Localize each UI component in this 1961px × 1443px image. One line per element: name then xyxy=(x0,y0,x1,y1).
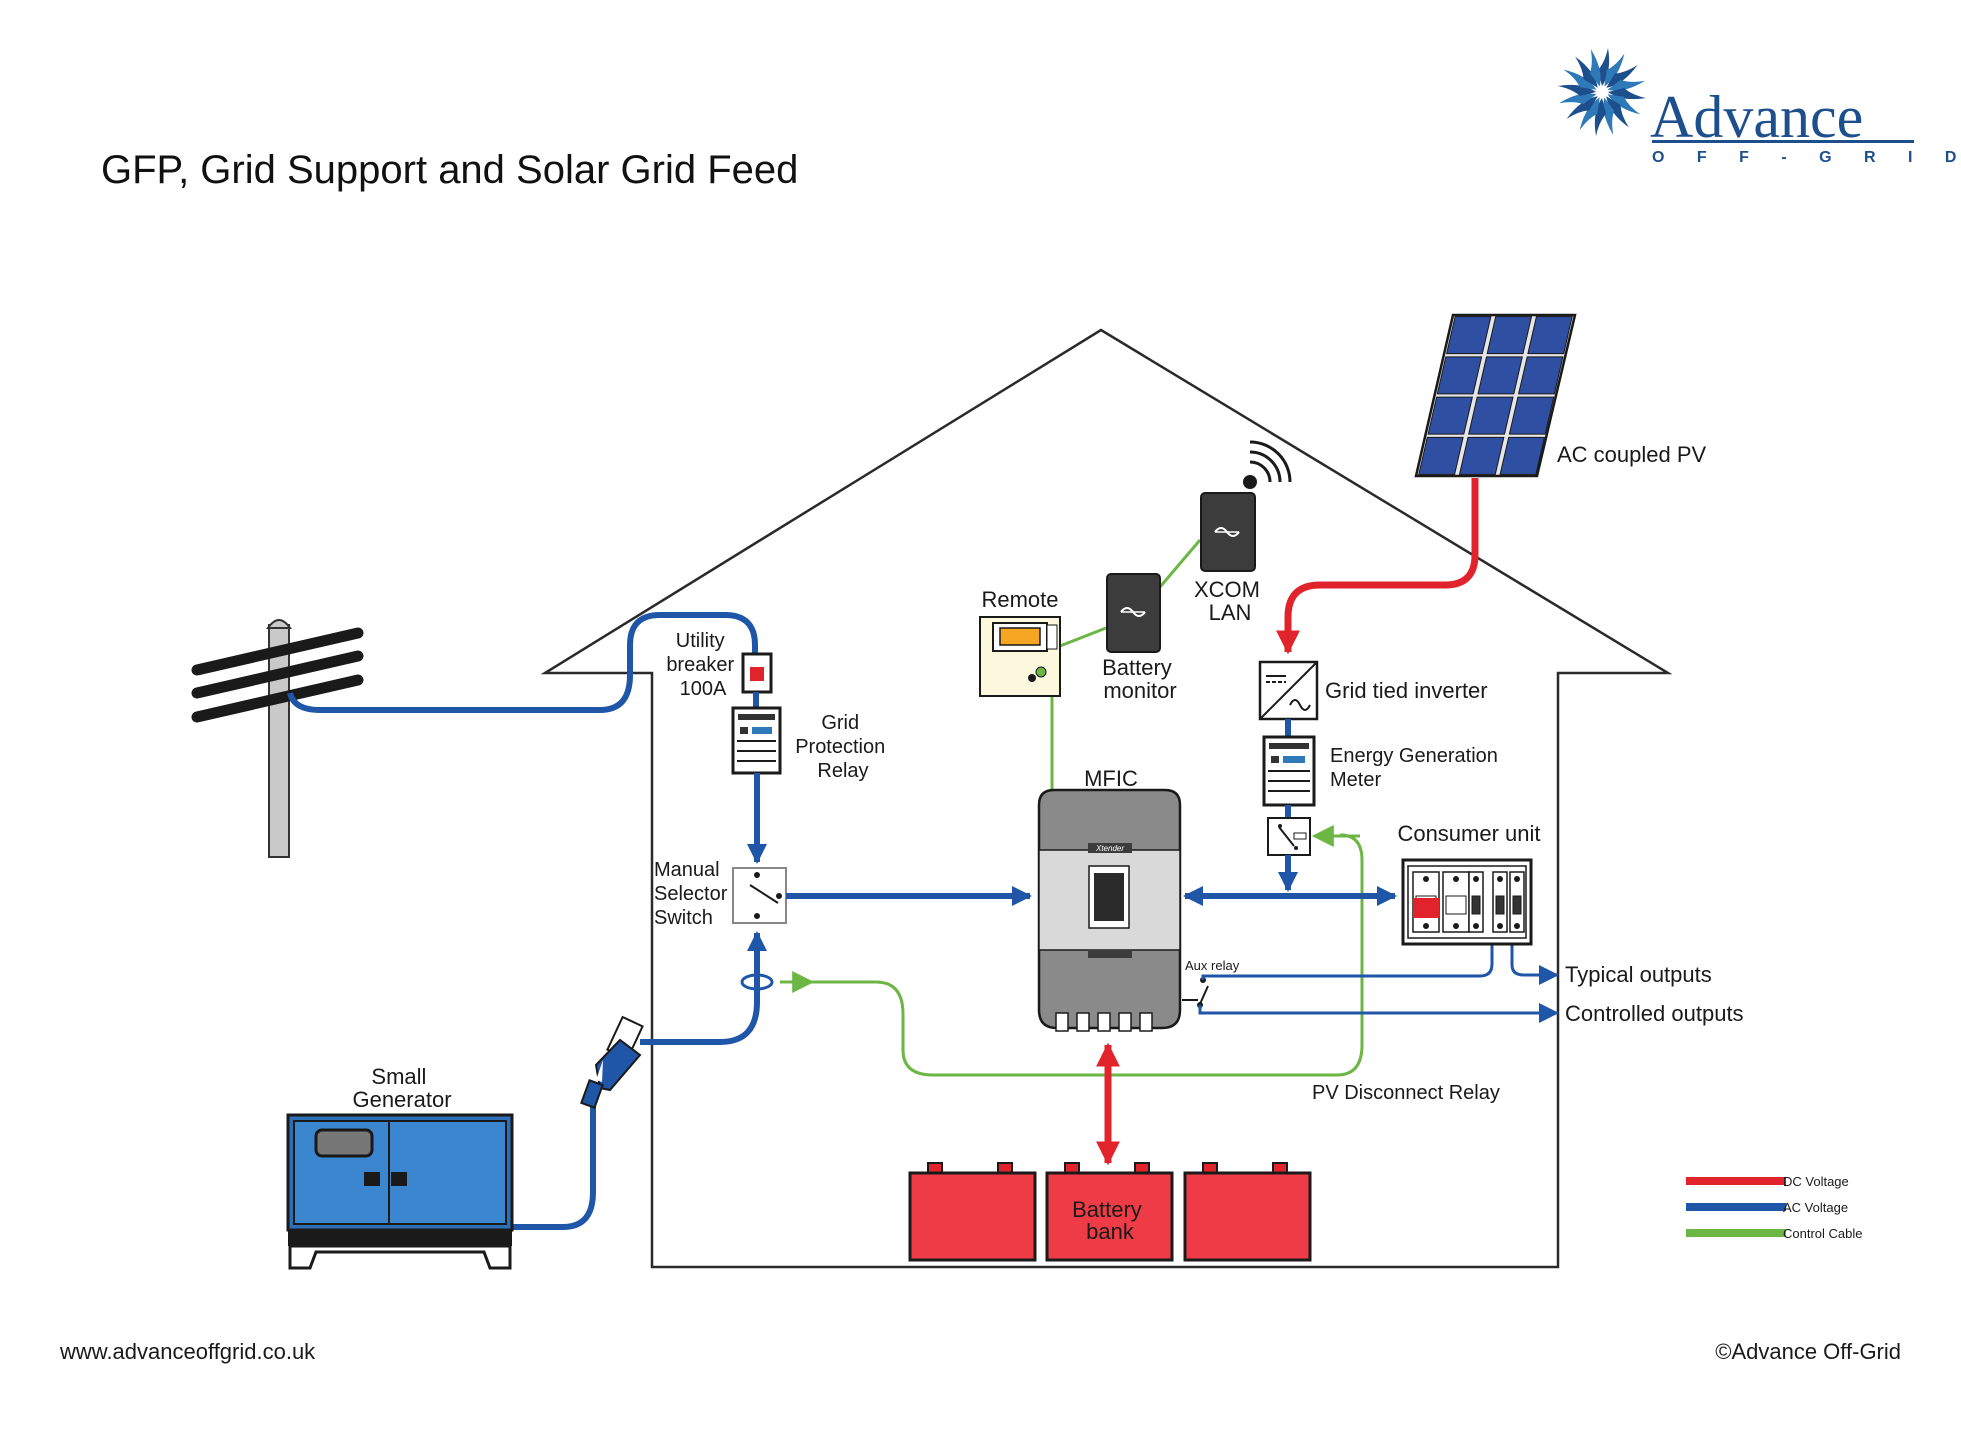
consumer-unit-label: Consumer unit xyxy=(1397,821,1540,846)
energy-generation-meter-label: Energy Generation Meter xyxy=(1330,745,1503,791)
consumer-unit-icon xyxy=(1401,858,1533,946)
current-clamp xyxy=(740,973,774,991)
utility-pole-icon xyxy=(191,619,364,858)
control-cable-remote-monitor xyxy=(1059,626,1107,648)
energy-generation-meter-icon xyxy=(1262,735,1316,807)
legend-swatch-control xyxy=(1686,1229,1786,1237)
footer-website[interactable]: www.advanceoffgrid.co.uk xyxy=(59,1339,316,1364)
utility-breaker-label: Utility breaker 100A xyxy=(666,630,739,700)
logo-tagline: O F F - G R I D xyxy=(1652,149,1961,166)
ac-cable-grid xyxy=(287,612,758,713)
plug-connector-icon xyxy=(580,1015,644,1109)
manual-selector-switch-label: Manual Selector Switch xyxy=(654,859,733,929)
grid-protection-relay-icon xyxy=(731,706,782,775)
ac-cable-plug-switch xyxy=(640,931,767,1045)
xtender-badge: Xtender xyxy=(1095,844,1124,853)
remote-control-icon[interactable] xyxy=(979,616,1061,697)
logo-underline xyxy=(1652,140,1914,143)
manual-selector-switch-icon[interactable] xyxy=(732,867,787,924)
control-cable-monitor-xcom xyxy=(1158,539,1202,588)
aux-relay-label: Aux relay xyxy=(1185,958,1240,973)
logo-name: Advance xyxy=(1650,84,1863,150)
dc-cable-pv-inverter xyxy=(1276,478,1479,655)
grid-tied-inverter-label: Grid tied inverter xyxy=(1325,678,1488,703)
remote-label: Remote xyxy=(981,587,1058,612)
small-generator-icon xyxy=(286,1113,514,1270)
battery-monitor-label: Battery monitor xyxy=(1102,655,1178,703)
ac-cable-generator xyxy=(512,1100,596,1230)
small-generator-label: Small Generator xyxy=(352,1064,451,1112)
battery-bank-label: Battery bank xyxy=(1072,1197,1148,1244)
solar-panel-icon xyxy=(1414,313,1577,478)
aux-relay-contact-icon xyxy=(1182,977,1209,1008)
ac-cable-typical-outputs-arrow xyxy=(1510,943,1559,985)
grid-tied-inverter-icon xyxy=(1258,660,1319,721)
swirl-logo-icon xyxy=(1558,48,1646,136)
ac-cable-controlled-outputs xyxy=(1198,1003,1559,1023)
legend-label-control: Control Cable xyxy=(1783,1226,1863,1241)
battery-monitor-icon xyxy=(1106,573,1161,653)
legend-swatch-ac xyxy=(1686,1203,1786,1211)
xcom-lan-icon xyxy=(1200,492,1256,572)
legend: DC Voltage AC Voltage Control Cable xyxy=(1686,1174,1863,1241)
grid-protection-relay-label: Grid Protection Relay xyxy=(795,712,891,782)
pv-disconnect-relay-icon xyxy=(1267,817,1311,856)
ac-coupled-pv-label: AC coupled PV xyxy=(1557,442,1707,467)
page-title: GFP, Grid Support and Solar Grid Feed xyxy=(101,148,798,192)
advance-logo: Advance O F F - G R I D xyxy=(1558,48,1961,166)
controlled-outputs-label: Controlled outputs xyxy=(1565,1001,1744,1026)
legend-label-dc: DC Voltage xyxy=(1783,1174,1849,1189)
legend-swatch-dc xyxy=(1686,1177,1786,1185)
pv-disconnect-relay-label: PV Disconnect Relay xyxy=(1312,1082,1500,1104)
battery-bank-icon xyxy=(908,1162,1312,1262)
wifi-icon xyxy=(1243,440,1292,489)
ac-cable-typical-outputs xyxy=(1201,943,1494,980)
mfic-label: MFIC xyxy=(1084,766,1138,791)
xcom-lan-label: XCOM LAN xyxy=(1194,577,1266,625)
utility-breaker-icon xyxy=(741,652,773,694)
mfic-xtender-icon xyxy=(1037,788,1182,1032)
typical-outputs-label: Typical outputs xyxy=(1565,962,1712,987)
legend-label-ac: AC Voltage xyxy=(1783,1200,1848,1215)
control-cable-pv-disconnect xyxy=(785,833,1364,1077)
house-outline xyxy=(540,328,1673,1269)
footer-copyright: ©Advance Off-Grid xyxy=(1715,1339,1901,1364)
